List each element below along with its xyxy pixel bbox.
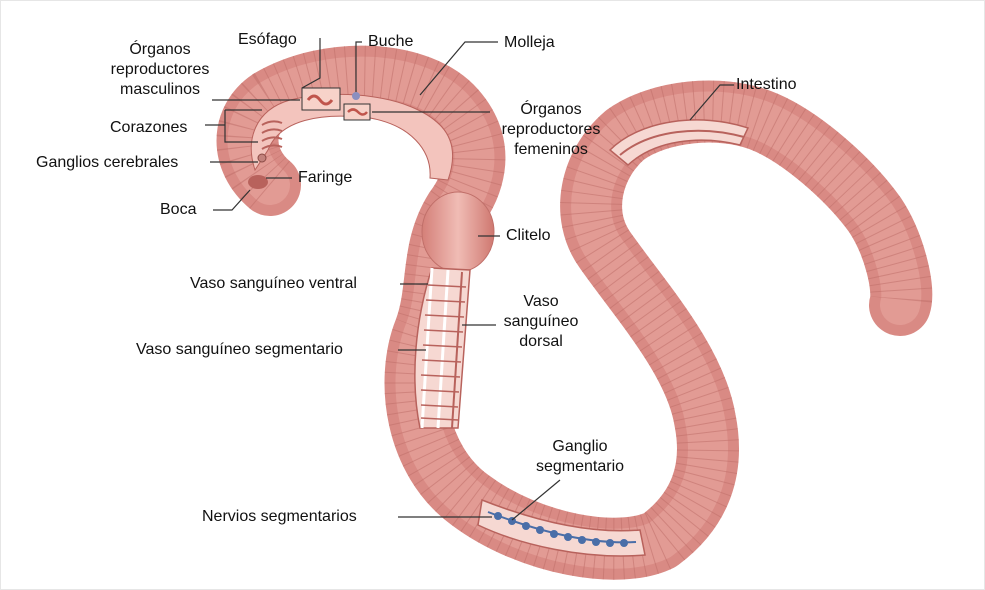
label-corazones: Corazones [110,118,187,138]
label-clitelo: Clitelo [506,226,550,246]
label-intestino: Intestino [736,75,796,95]
label-buche: Buche [368,32,413,52]
label-vaso-segmentario: Vaso sanguíneo segmentario [136,340,343,360]
label-ganglios-cerebrales: Ganglios cerebrales [36,153,178,173]
label-organos-masculinos: Órganos reproductores masculinos [80,40,240,100]
label-faringe: Faringe [298,168,352,188]
label-esofago: Esófago [238,30,297,50]
label-vaso-dorsal: Vaso sanguíneo dorsal [498,292,584,352]
label-boca: Boca [160,200,196,220]
clitellum [422,192,494,272]
mouth [248,175,268,189]
cerebral-ganglia [258,154,266,162]
label-molleja: Molleja [504,33,555,53]
crop [352,92,360,100]
label-ganglio-segmentario: Ganglio segmentario [520,437,640,477]
label-nervios-segmentarios: Nervios segmentarios [202,507,357,527]
label-organos-femeninos: Órganos reproductores femeninos [476,100,626,160]
label-vaso-ventral: Vaso sanguíneo ventral [190,274,357,294]
